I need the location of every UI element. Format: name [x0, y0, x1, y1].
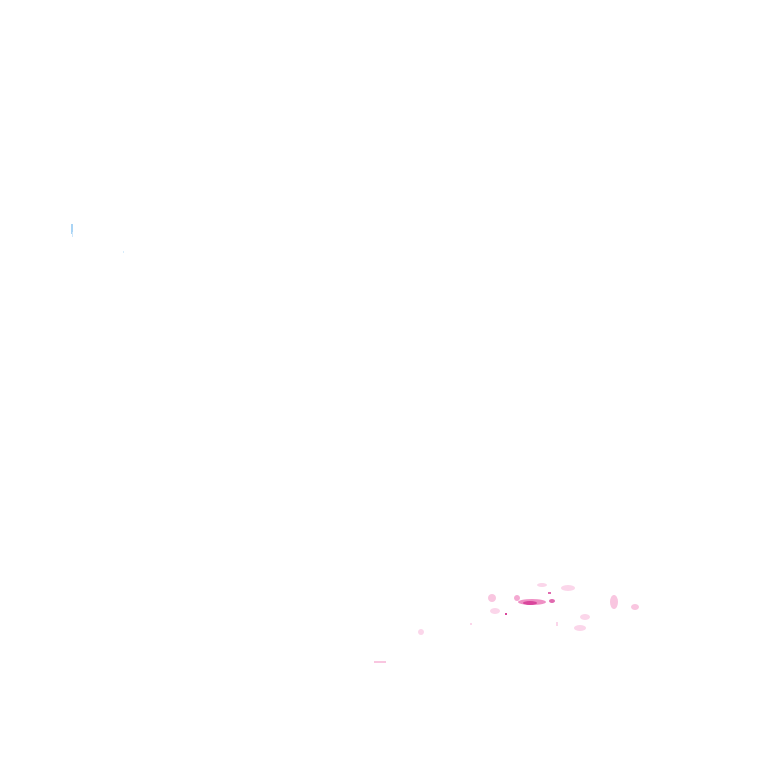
pink-patch: [490, 608, 500, 614]
pink-patch: [631, 604, 639, 610]
pink-patch: [548, 592, 551, 594]
pink-patch: [537, 583, 547, 587]
pink-patch: [514, 595, 520, 601]
pink-patch: [470, 623, 472, 625]
blue-patch-group: [71, 224, 124, 253]
blue-patch: [71, 224, 73, 234]
pink-patch: [556, 622, 558, 626]
pink-patch: [374, 661, 386, 663]
pink-patch: [610, 595, 618, 609]
blue-patch: [72, 232, 73, 237]
pink-patch-group: [374, 583, 639, 663]
pink-patch: [561, 585, 575, 591]
pink-patch: [574, 625, 586, 631]
pink-patch: [488, 594, 496, 602]
pink-patch: [549, 599, 555, 603]
pink-patch: [505, 613, 507, 615]
pink-patch: [523, 601, 537, 605]
blue-patch: [123, 251, 124, 253]
pink-patch: [418, 629, 424, 635]
pink-patch: [580, 614, 590, 620]
